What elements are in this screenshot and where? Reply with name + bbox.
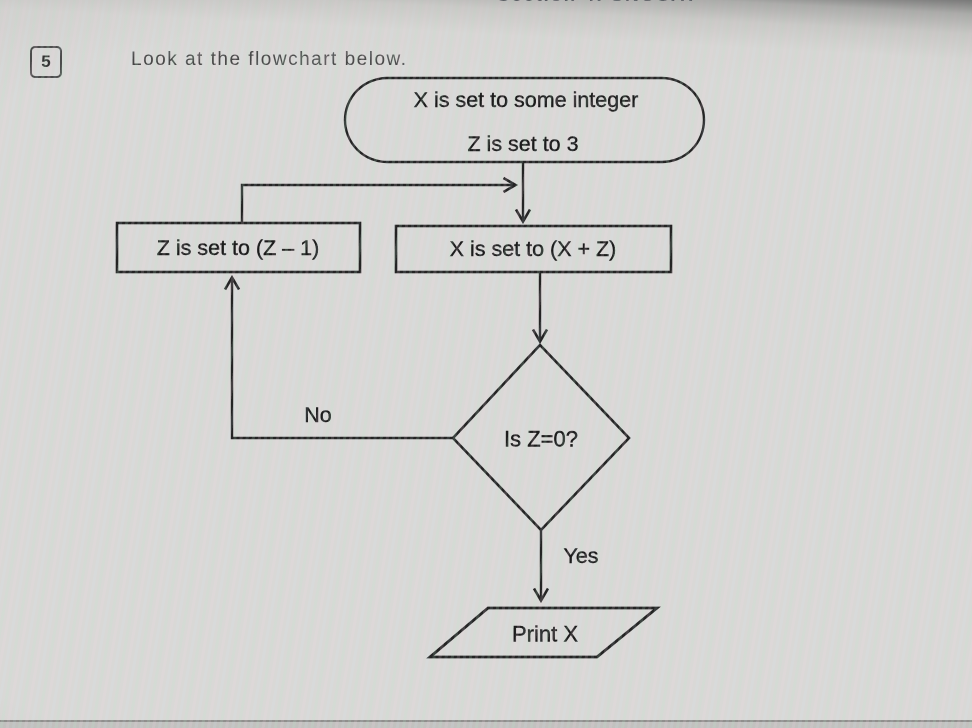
arrow-no-branch bbox=[223, 274, 453, 440]
arrow-loop-to-process-right bbox=[240, 176, 519, 223]
decision-label: Is Z=0? bbox=[504, 427, 578, 452]
start-terminator-line1: X is set to some integer bbox=[414, 88, 639, 112]
no-branch-label: No bbox=[304, 403, 332, 427]
start-terminator-line2: Z is set to 3 bbox=[467, 132, 578, 156]
process-z-label: Z is set to (Z – 1) bbox=[157, 236, 319, 260]
yes-branch-label: Yes bbox=[563, 544, 598, 568]
output-label: Print X bbox=[512, 622, 578, 647]
process-x-label: X is set to (X + Z) bbox=[450, 237, 617, 261]
screen-bottom-edge bbox=[0, 720, 972, 728]
